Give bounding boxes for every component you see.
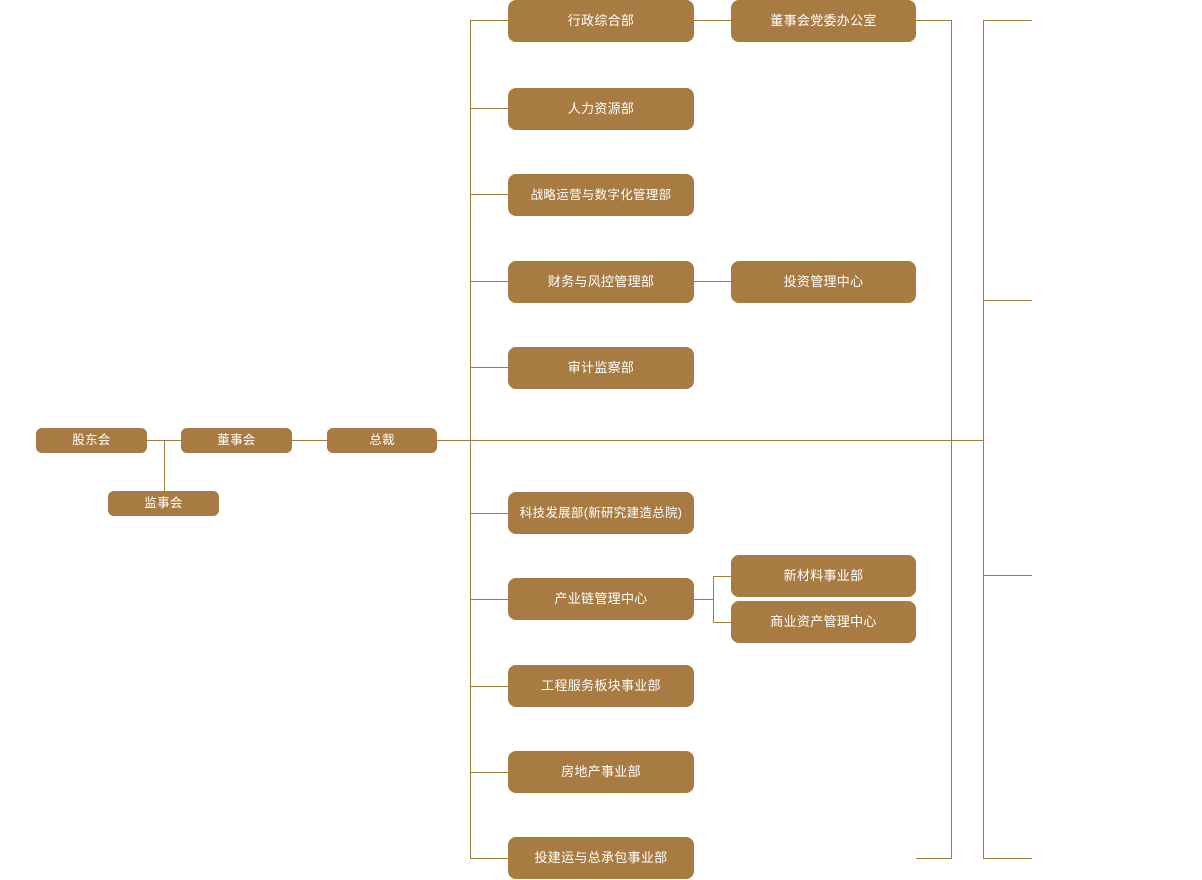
stub-engineering-division <box>470 686 508 687</box>
node-finance-risk-dept[interactable]: 财务与风控管理部 <box>508 261 694 303</box>
stub-hr-dept <box>470 108 508 109</box>
right-bracket-inner-vertical <box>951 20 952 859</box>
node-industry-chain-management-center[interactable]: 产业链管理中心 <box>508 578 694 620</box>
stub-industry-chain-center <box>470 599 508 600</box>
connector-industry-chain-bracket <box>713 576 714 623</box>
connector-president-to-trunk <box>437 440 984 441</box>
node-administrative-dept[interactable]: 行政综合部 <box>508 0 694 42</box>
connector-to-new-materials <box>713 576 731 577</box>
right-bracket-outer-bottom-arm <box>983 858 1032 859</box>
node-real-estate-division[interactable]: 房地产事业部 <box>508 751 694 793</box>
stub-audit-dept <box>470 367 508 368</box>
stub-realestate-division <box>470 772 508 773</box>
stub-tech-dev-dept <box>470 513 508 514</box>
node-board-of-directors[interactable]: 董事会 <box>181 428 292 453</box>
connector-board-to-president <box>292 440 327 441</box>
node-technology-development-dept[interactable]: 科技发展部(新研究建造总院) <box>508 492 694 534</box>
stub-finance-dept <box>470 281 508 282</box>
node-human-resources-dept[interactable]: 人力资源部 <box>508 88 694 130</box>
node-investment-construction-epc-division[interactable]: 投建运与总承包事业部 <box>508 837 694 879</box>
stub-strategy-dept <box>470 194 508 195</box>
stub-admin-dept <box>470 20 508 21</box>
right-bracket-outer-vertical <box>983 20 984 859</box>
node-shareholders-meeting[interactable]: 股东会 <box>36 428 147 453</box>
stub-investment-epc-division <box>470 858 508 859</box>
right-bracket-inner-top-arm <box>916 20 952 21</box>
right-bracket-outer-lower-mid-arm <box>983 575 1032 576</box>
right-bracket-inner-bottom-arm <box>916 858 952 859</box>
node-board-of-supervisors[interactable]: 监事会 <box>108 491 219 516</box>
connector-finance-to-investment-center <box>694 281 731 282</box>
trunk-vertical-upper <box>470 20 471 441</box>
right-bracket-outer-top-arm <box>983 20 1032 21</box>
node-engineering-services-division[interactable]: 工程服务板块事业部 <box>508 665 694 707</box>
connector-industry-chain-stem <box>694 599 713 600</box>
node-board-party-committee-office[interactable]: 董事会党委办公室 <box>731 0 916 42</box>
node-investment-management-center[interactable]: 投资管理中心 <box>731 261 916 303</box>
node-new-materials-division[interactable]: 新材料事业部 <box>731 555 916 597</box>
trunk-vertical-lower <box>470 440 471 859</box>
node-president[interactable]: 总裁 <box>327 428 437 453</box>
right-bracket-outer-upper-mid-arm <box>983 300 1032 301</box>
connector-to-commercial-asset <box>713 622 731 623</box>
node-audit-supervision-dept[interactable]: 审计监察部 <box>508 347 694 389</box>
node-commercial-asset-management-center[interactable]: 商业资产管理中心 <box>731 601 916 643</box>
connector-board-to-supervisors-vertical <box>164 440 165 504</box>
node-strategy-digital-dept[interactable]: 战略运营与数字化管理部 <box>508 174 694 216</box>
connector-admin-to-party-office <box>694 20 731 21</box>
